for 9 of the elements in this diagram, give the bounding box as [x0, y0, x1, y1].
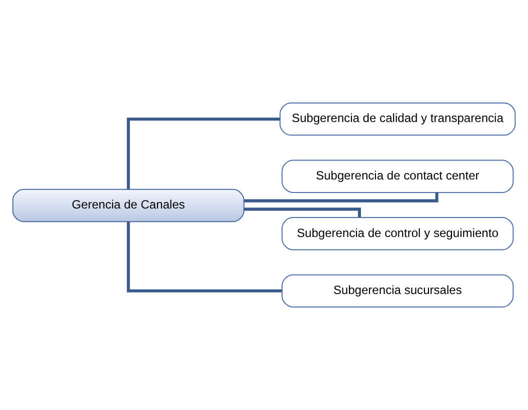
connector — [244, 208, 361, 218]
connector — [126, 118, 280, 190]
node-box: Subgerencia de contact center — [282, 160, 514, 193]
node-box: Subgerencia de control y seguimiento — [282, 217, 514, 250]
connector — [126, 222, 282, 292]
node-box: Subgerencia de calidad y transparencia — [280, 102, 516, 136]
node-box: Gerencia de Canales — [12, 188, 244, 222]
connector — [244, 192, 438, 202]
node-box: Subgerencia sucursales — [282, 274, 514, 308]
